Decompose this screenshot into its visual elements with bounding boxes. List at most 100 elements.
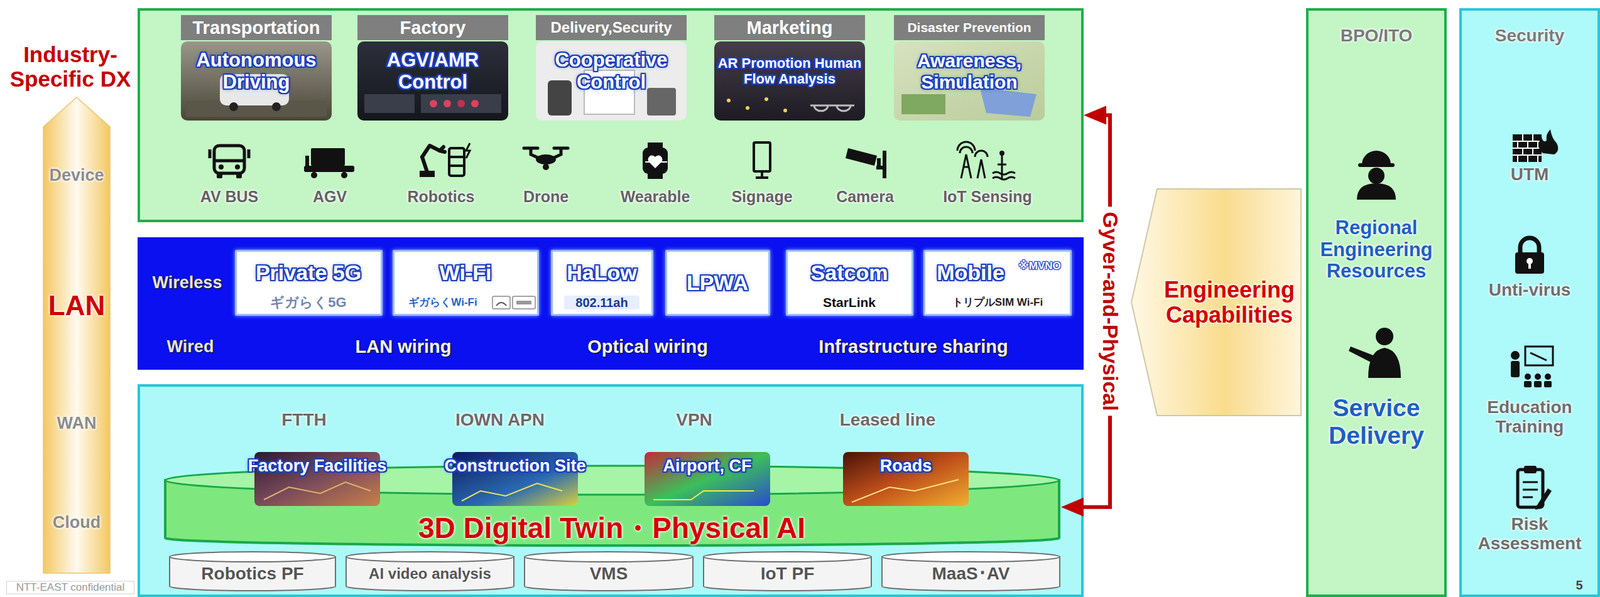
training-icon — [1510, 346, 1553, 388]
device-label: Signage — [699, 187, 825, 206]
node-text: AGV/AMR Control — [359, 49, 506, 93]
clipboard-icon — [1522, 496, 1533, 499]
firewall-icon — [1538, 129, 1558, 155]
iot-sensor-icon — [974, 150, 988, 158]
drone-icon — [542, 163, 550, 171]
training-icon — [1544, 381, 1552, 388]
firewall-icon — [1522, 134, 1524, 142]
node-text: Cooperative Control — [538, 49, 685, 93]
node-text: Satcom — [788, 260, 911, 285]
firewall-icon — [1532, 148, 1534, 156]
node-text: FTTH — [228, 410, 380, 430]
node-text: Leased line — [812, 410, 964, 430]
use-case-photo — [726, 98, 731, 103]
lock-icon — [1520, 238, 1540, 254]
agv-icon — [305, 155, 310, 166]
clipboard-icon — [1517, 466, 1552, 511]
wearable-icon — [642, 142, 668, 180]
camera-icon — [876, 158, 881, 168]
use-case-photo — [272, 102, 281, 112]
firewall-icon — [1517, 155, 1519, 163]
device-label: IoT Sensing — [924, 187, 1051, 206]
wifi-logo — [492, 296, 511, 310]
agv-icon — [310, 148, 345, 166]
use-case-photo — [471, 99, 479, 108]
use-case-photo — [810, 105, 855, 112]
wifi-logo — [516, 300, 532, 305]
device-label: Drone — [483, 187, 609, 206]
use-case-photo — [535, 41, 687, 121]
robot-cart-icon — [449, 155, 465, 159]
platform-cylinder: AI video analysis — [344, 551, 516, 592]
use-case-photo — [547, 80, 572, 116]
firewall-icon — [1537, 141, 1539, 149]
node-text: ギガらくWi-Fi — [395, 296, 490, 309]
node-text: WAN — [43, 413, 110, 433]
iot-sensor-icon — [961, 154, 972, 179]
node-text: LPWA — [668, 270, 768, 295]
node-text: 802.11ah — [564, 295, 640, 310]
iot-sensor-icon — [992, 172, 1016, 180]
lock-icon — [1515, 238, 1545, 274]
node-text: Education Training — [1463, 397, 1596, 438]
use-case-photo — [357, 41, 509, 121]
node-text: Security — [1463, 25, 1596, 46]
panel-heading: Industry-Specific DX — [3, 42, 138, 92]
bus-icon — [218, 164, 224, 170]
network-option: HaLow802.11ah — [550, 250, 654, 316]
clipboard-icon — [1517, 469, 1543, 508]
network-option: Mobile※MVNOトリプルSIM Wi-Fi — [923, 250, 1072, 316]
cylinder-top — [346, 552, 514, 563]
use-case-photo — [219, 74, 289, 106]
firewall-icon — [1522, 148, 1524, 156]
engineering-arrow: Engineering Capabilities — [1130, 188, 1302, 417]
wifi-logo — [512, 296, 536, 310]
node-text: IOWN APN — [424, 410, 576, 430]
training-icon — [1523, 381, 1532, 388]
use-case-photo — [979, 87, 1037, 117]
device-label: Robotics — [378, 187, 504, 206]
node-text: Service Delivery — [1309, 394, 1443, 450]
bus-icon — [209, 149, 249, 159]
cylinder-top — [881, 552, 1060, 563]
use-case-photo — [457, 99, 465, 108]
node-text: LAN wiring — [309, 336, 498, 357]
use-case-photo — [893, 41, 1045, 121]
firewall-icon — [1512, 134, 1542, 163]
use-case-photo — [764, 97, 769, 102]
node-text: トリプルSIM Wi-Fi — [926, 296, 1069, 309]
scan-image — [644, 452, 771, 507]
agv-icon — [310, 172, 318, 179]
robot-cart-icon — [449, 148, 465, 176]
agv-icon — [304, 165, 355, 173]
node-text: IoT PF — [706, 564, 869, 584]
scan-image — [851, 479, 959, 503]
iot-sensor-icon — [999, 150, 1005, 156]
node-text: Regional Engineering Resources — [1309, 217, 1443, 283]
use-case-photo — [180, 41, 332, 121]
bus-icon — [209, 145, 249, 174]
platform-cylinder: MaaS･AV — [880, 551, 1062, 592]
node-text: UTM — [1463, 164, 1596, 185]
robot-arm-icon — [422, 157, 428, 173]
node-text: AR Promotion Human Flow Analysis — [716, 55, 863, 87]
engineer-icon — [1368, 167, 1385, 185]
presenter-icon — [1375, 327, 1394, 346]
use-case-photo — [714, 41, 866, 121]
bus-icon — [214, 159, 245, 163]
use-case-photo — [714, 41, 866, 121]
node-text: Airport, CF — [630, 456, 785, 476]
scan-image — [843, 452, 969, 507]
confidential-mark: NTT-EAST confidential — [6, 581, 135, 595]
training-icon — [1534, 381, 1542, 388]
wifi-logo — [496, 302, 507, 306]
signage-icon — [755, 176, 769, 180]
connector-label: Gyver-and-Physical — [1096, 206, 1124, 416]
use-case-photo — [745, 106, 750, 110]
node-text: MaaS･AV — [885, 564, 1057, 584]
device-label: AGV — [266, 187, 393, 206]
use-case-photo — [443, 99, 452, 108]
bus-icon — [216, 164, 242, 179]
lock-icon — [1528, 262, 1531, 269]
node-text: Unti-virus — [1463, 280, 1596, 300]
